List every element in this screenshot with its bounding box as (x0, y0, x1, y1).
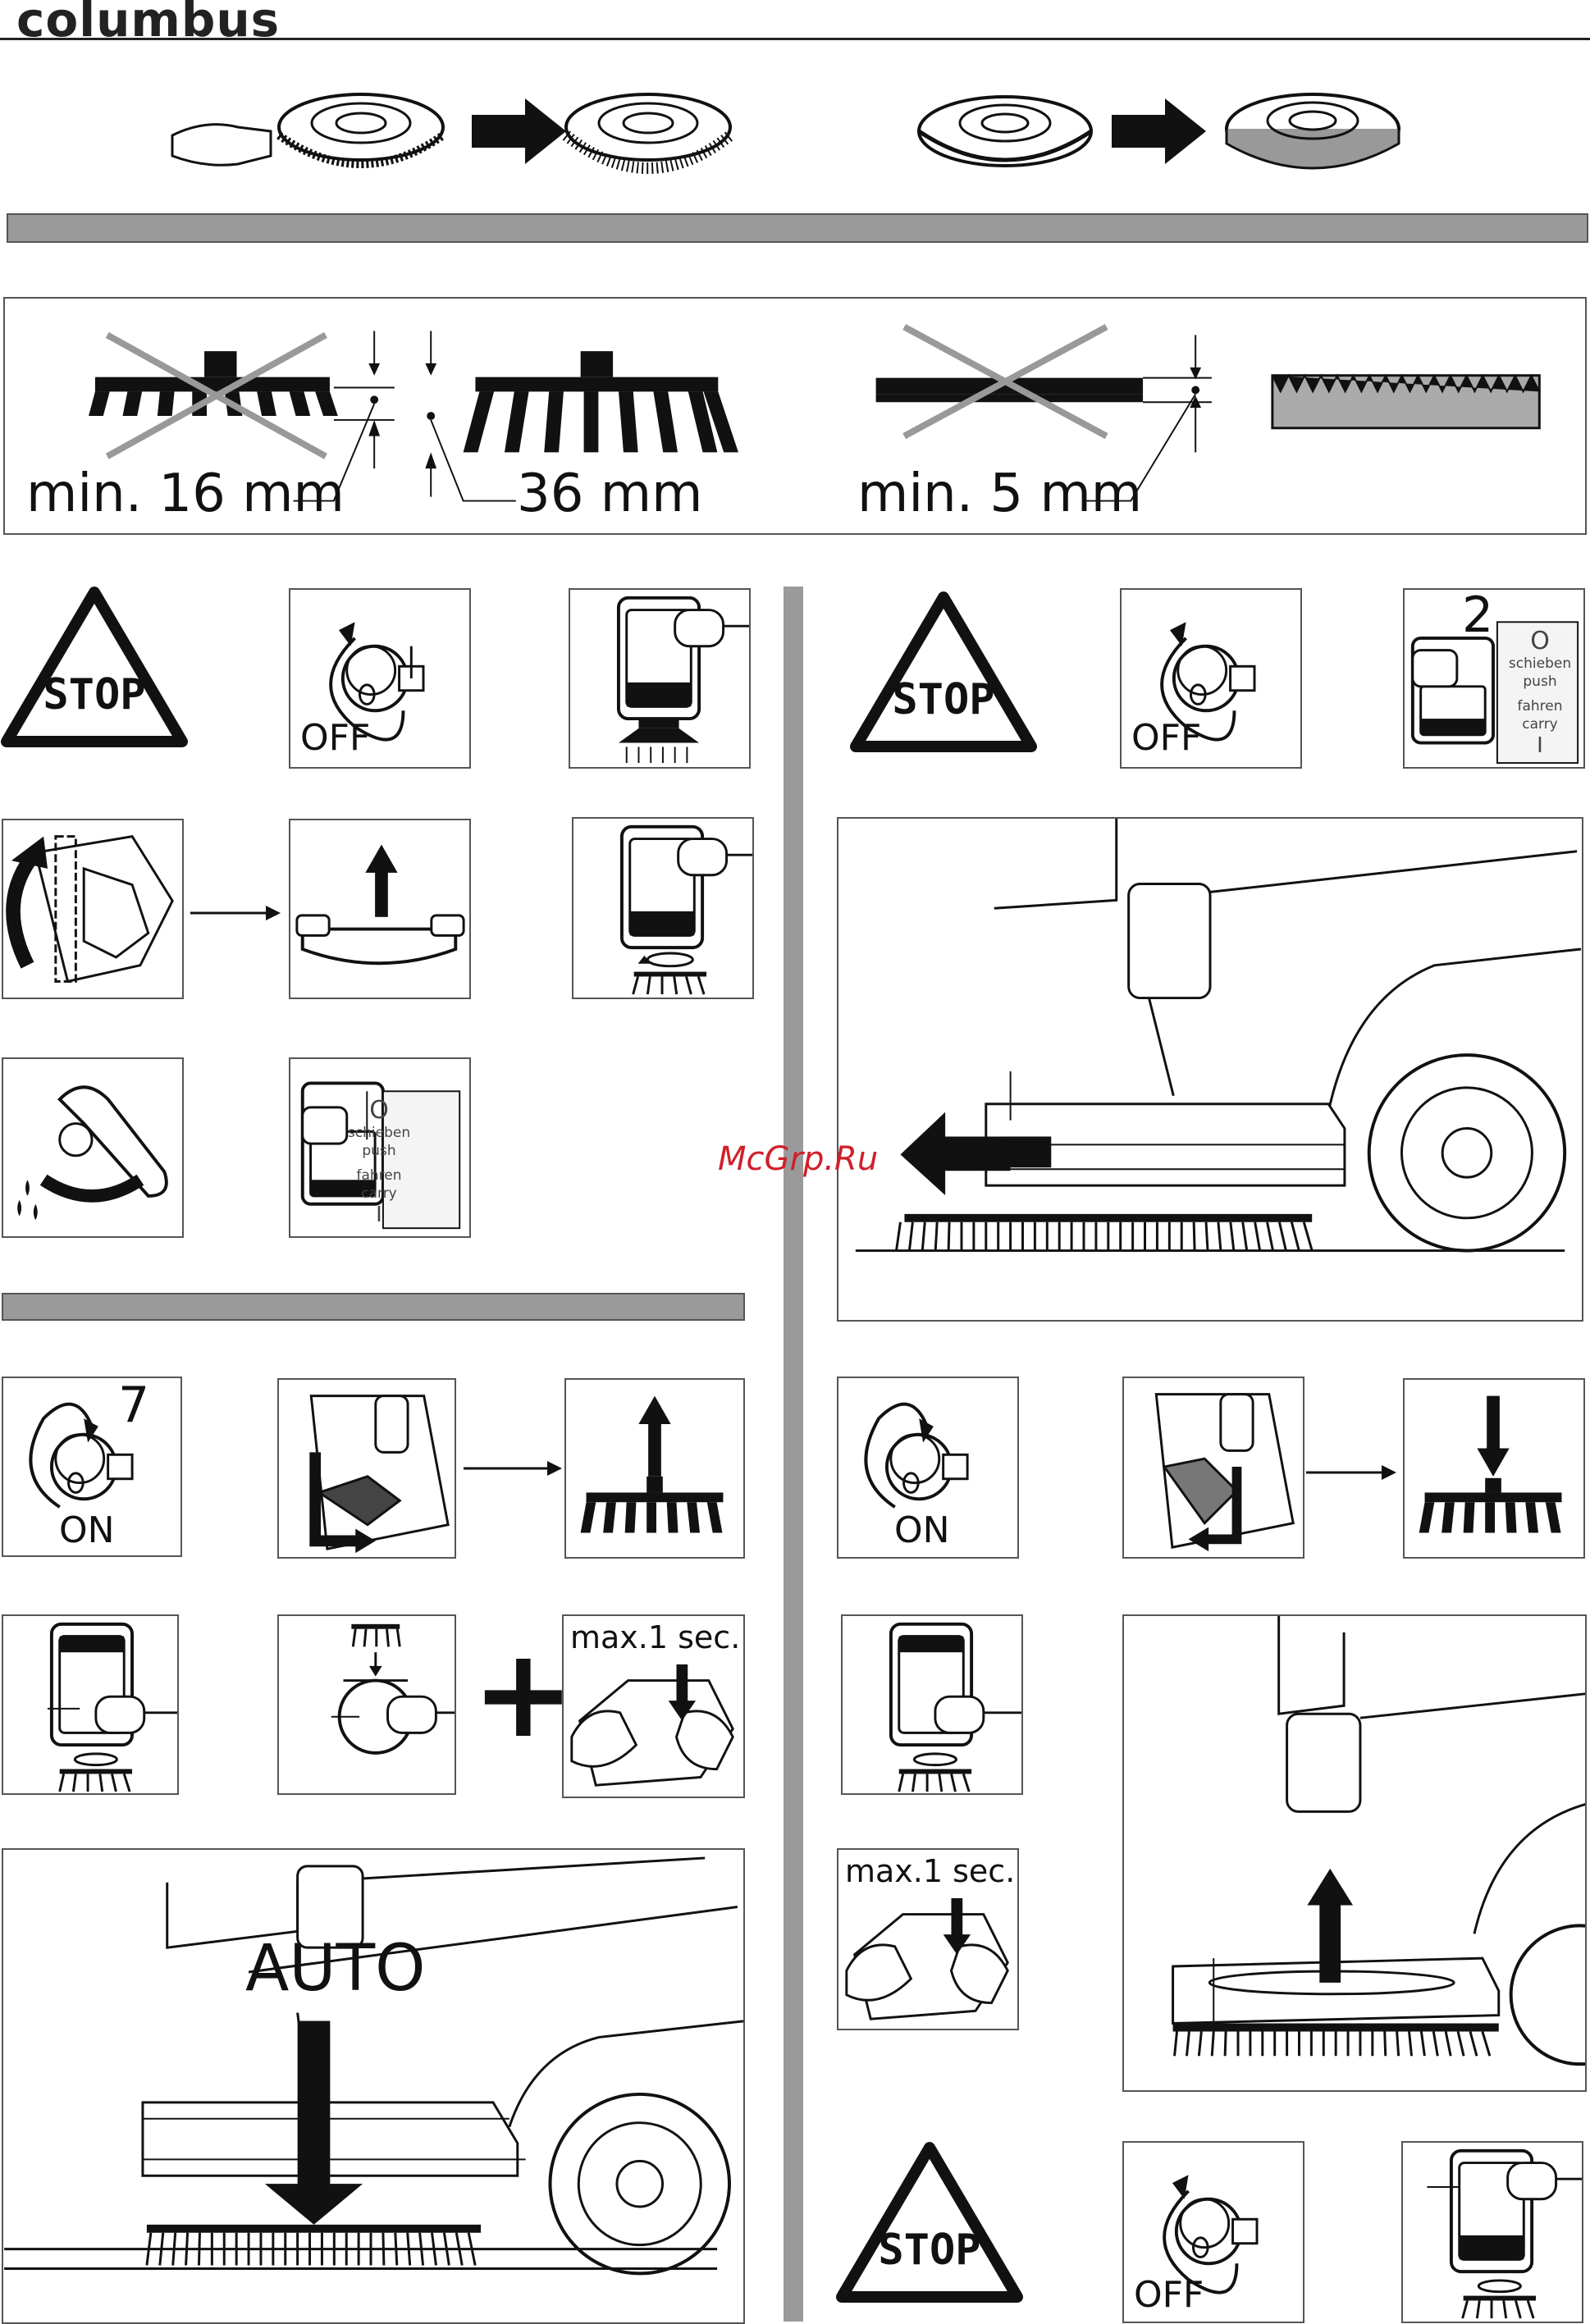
brush-up-icon (566, 1380, 743, 1557)
key-switch-off-panel-right: OFF (1120, 588, 1302, 769)
brand-logo: columbus (16, 0, 280, 48)
brush-min-label: min. 16 mm (26, 463, 345, 524)
stop-warning-sign-right: STOP (849, 589, 1038, 753)
stop-warning-sign-bottom: STOP (835, 2139, 1024, 2303)
step-arrow-2 (464, 1456, 562, 1481)
off-label: OFF (300, 717, 370, 759)
max-sec-label: max.1 sec. (570, 1619, 740, 1655)
column-divider (784, 587, 803, 2322)
stop-label-right: STOP (849, 675, 1038, 724)
brush-up-panel (564, 1378, 745, 1559)
pedal-lower-illustration-right (1124, 1378, 1303, 1557)
switch-push-label: push (338, 1143, 420, 1159)
pressure-switch-panel (569, 588, 751, 769)
step-arrow (190, 901, 281, 925)
switch-fahren-label-right: fahren (1499, 698, 1581, 715)
pad-install-machine-illustration (1124, 1616, 1585, 2090)
switch-i-label-right: I (1499, 733, 1581, 758)
stop-label: STOP (0, 670, 189, 719)
max-sec-label-right: max.1 sec. (845, 1853, 1015, 1889)
switch-o-label-right: O (1499, 627, 1581, 655)
key-switch-off-panel-bottom: OFF (1122, 2141, 1304, 2323)
lever-raise-panel (2, 819, 184, 999)
switch-i-label: I (338, 1203, 420, 1227)
switch-o-label: O (338, 1096, 420, 1125)
key-switch-on-panel-right: ON (837, 1377, 1019, 1559)
pad-replace-illustration (911, 78, 1419, 193)
step-arrow-3 (1306, 1460, 1396, 1485)
water-drain-illustration (3, 1059, 182, 1236)
brush-switch-panel (572, 817, 754, 999)
switch-schieben-label-right: schieben (1499, 655, 1581, 672)
step-7-label: 7 (118, 1377, 149, 1434)
pad-removal-machine-illustration (838, 819, 1582, 1320)
switch-push-label-right: push (1499, 673, 1581, 690)
pad-install-panel (1122, 1614, 1587, 2092)
lever-raise-illustration (3, 820, 182, 998)
brush-on-switch-panel-right (841, 1614, 1023, 1795)
switch-fahren-label: fahren (338, 1167, 420, 1184)
auto-install-panel: AUTO (2, 1848, 745, 2324)
pedal-lower-illustration (279, 1380, 455, 1557)
brush-off-switch-icon-bottom (1403, 2143, 1582, 2322)
brush-on-switch-icon-right (843, 1616, 1021, 1793)
auto-install-machine-illustration (3, 1850, 743, 2322)
brush-replace-illustration (164, 78, 788, 193)
brush-on-switch-icon (3, 1616, 177, 1793)
on-label-right: ON (894, 1509, 950, 1551)
pad-min-label: min. 5 mm (857, 463, 1142, 524)
brush-pressure-switch-icon (570, 590, 749, 767)
auto-label: AUTO (245, 1932, 426, 2006)
push-mode-switch-panel-right: 2 O schieben push fahren carry I (1403, 588, 1585, 769)
stop-warning-sign: STOP (0, 584, 189, 748)
pad-replace-diagram (911, 78, 1419, 193)
max-one-second-panel: max.1 sec. (562, 1614, 745, 1798)
key-switch-on-panel: ON 7 (2, 1377, 182, 1557)
head-raise-panel (289, 819, 471, 999)
brush-on-switch-panel (2, 1614, 179, 1795)
off-label-bottom: OFF (1134, 2274, 1204, 2316)
max-one-second-panel-right: max.1 sec. (837, 1848, 1019, 2030)
off-label-right: OFF (1131, 717, 1201, 759)
section-divider-bar (7, 213, 1588, 243)
stop-label-bottom: STOP (835, 2226, 1024, 2275)
brush-replace-diagram (164, 78, 788, 193)
switch-schieben-label: schieben (338, 1125, 420, 1141)
water-drain-panel (2, 1057, 184, 1238)
pedal-lower-panel (277, 1378, 456, 1559)
plus-sign: + (472, 1632, 575, 1756)
switch-carry-label: carry (338, 1185, 420, 1202)
brush-off-switch-panel-bottom (1401, 2141, 1583, 2323)
push-mode-switch-panel: O schieben push fahren carry I (289, 1057, 471, 1238)
brush-lower-button-panel (277, 1614, 456, 1795)
brush-new-label: 36 mm (517, 463, 702, 524)
pedal-lower-panel-right (1122, 1377, 1304, 1559)
switch-carry-label-right: carry (1499, 716, 1581, 733)
key-switch-off-panel: OFF (289, 588, 471, 769)
on-label: ON (59, 1509, 115, 1551)
brush-down-panel (1403, 1378, 1585, 1559)
brush-lower-button-icon (279, 1616, 455, 1793)
watermark-text: McGrp.Ru (718, 1140, 878, 1178)
step-2-label: 2 (1462, 588, 1493, 644)
brush-rotation-switch-icon (573, 819, 752, 998)
head-raise-arrow-icon (290, 820, 469, 998)
header-rule (0, 38, 1590, 40)
pad-removal-panel (837, 817, 1583, 1322)
section-divider-bar-left (2, 1293, 745, 1321)
brush-down-icon (1405, 1380, 1583, 1557)
